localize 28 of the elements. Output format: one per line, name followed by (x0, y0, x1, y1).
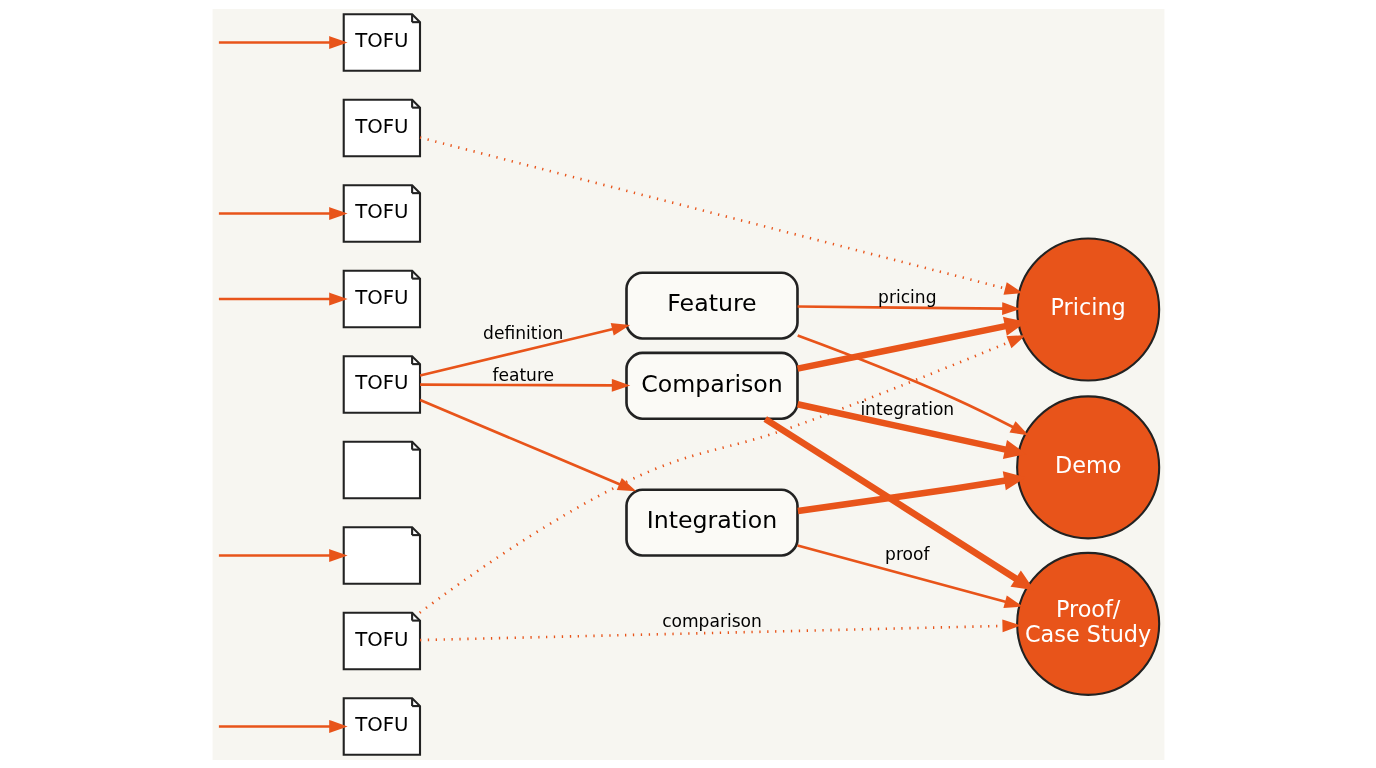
edge-label: pricing (877, 286, 937, 307)
arrow (419, 322, 630, 377)
edge-label: definition (482, 322, 563, 343)
node-box: Comparison (624, 351, 799, 420)
node-box: Feature (624, 270, 799, 340)
node-circle: Proof/ Case Study (1015, 551, 1160, 696)
arrow (218, 292, 348, 305)
arrow (419, 619, 1021, 641)
arrow (419, 398, 636, 491)
arrow (218, 719, 348, 733)
arrow (218, 35, 348, 49)
arrow (797, 301, 1021, 315)
arrow (796, 333, 1029, 435)
node-circle: Pricing (1015, 236, 1160, 382)
arrow (218, 206, 348, 220)
arrow (218, 548, 348, 562)
node-box: Integration (624, 487, 799, 557)
node-circle: Demo (1015, 394, 1160, 539)
arrow (762, 415, 1034, 590)
edge-label: feature (491, 364, 554, 385)
arrow (796, 316, 1026, 372)
arrow (419, 135, 1023, 295)
arrow (796, 543, 1023, 608)
arrow (418, 334, 1026, 614)
arrow (419, 378, 630, 392)
edge-label: proof (884, 543, 930, 564)
edge-label: comparison (661, 610, 762, 631)
edge-label: integration (859, 398, 954, 419)
